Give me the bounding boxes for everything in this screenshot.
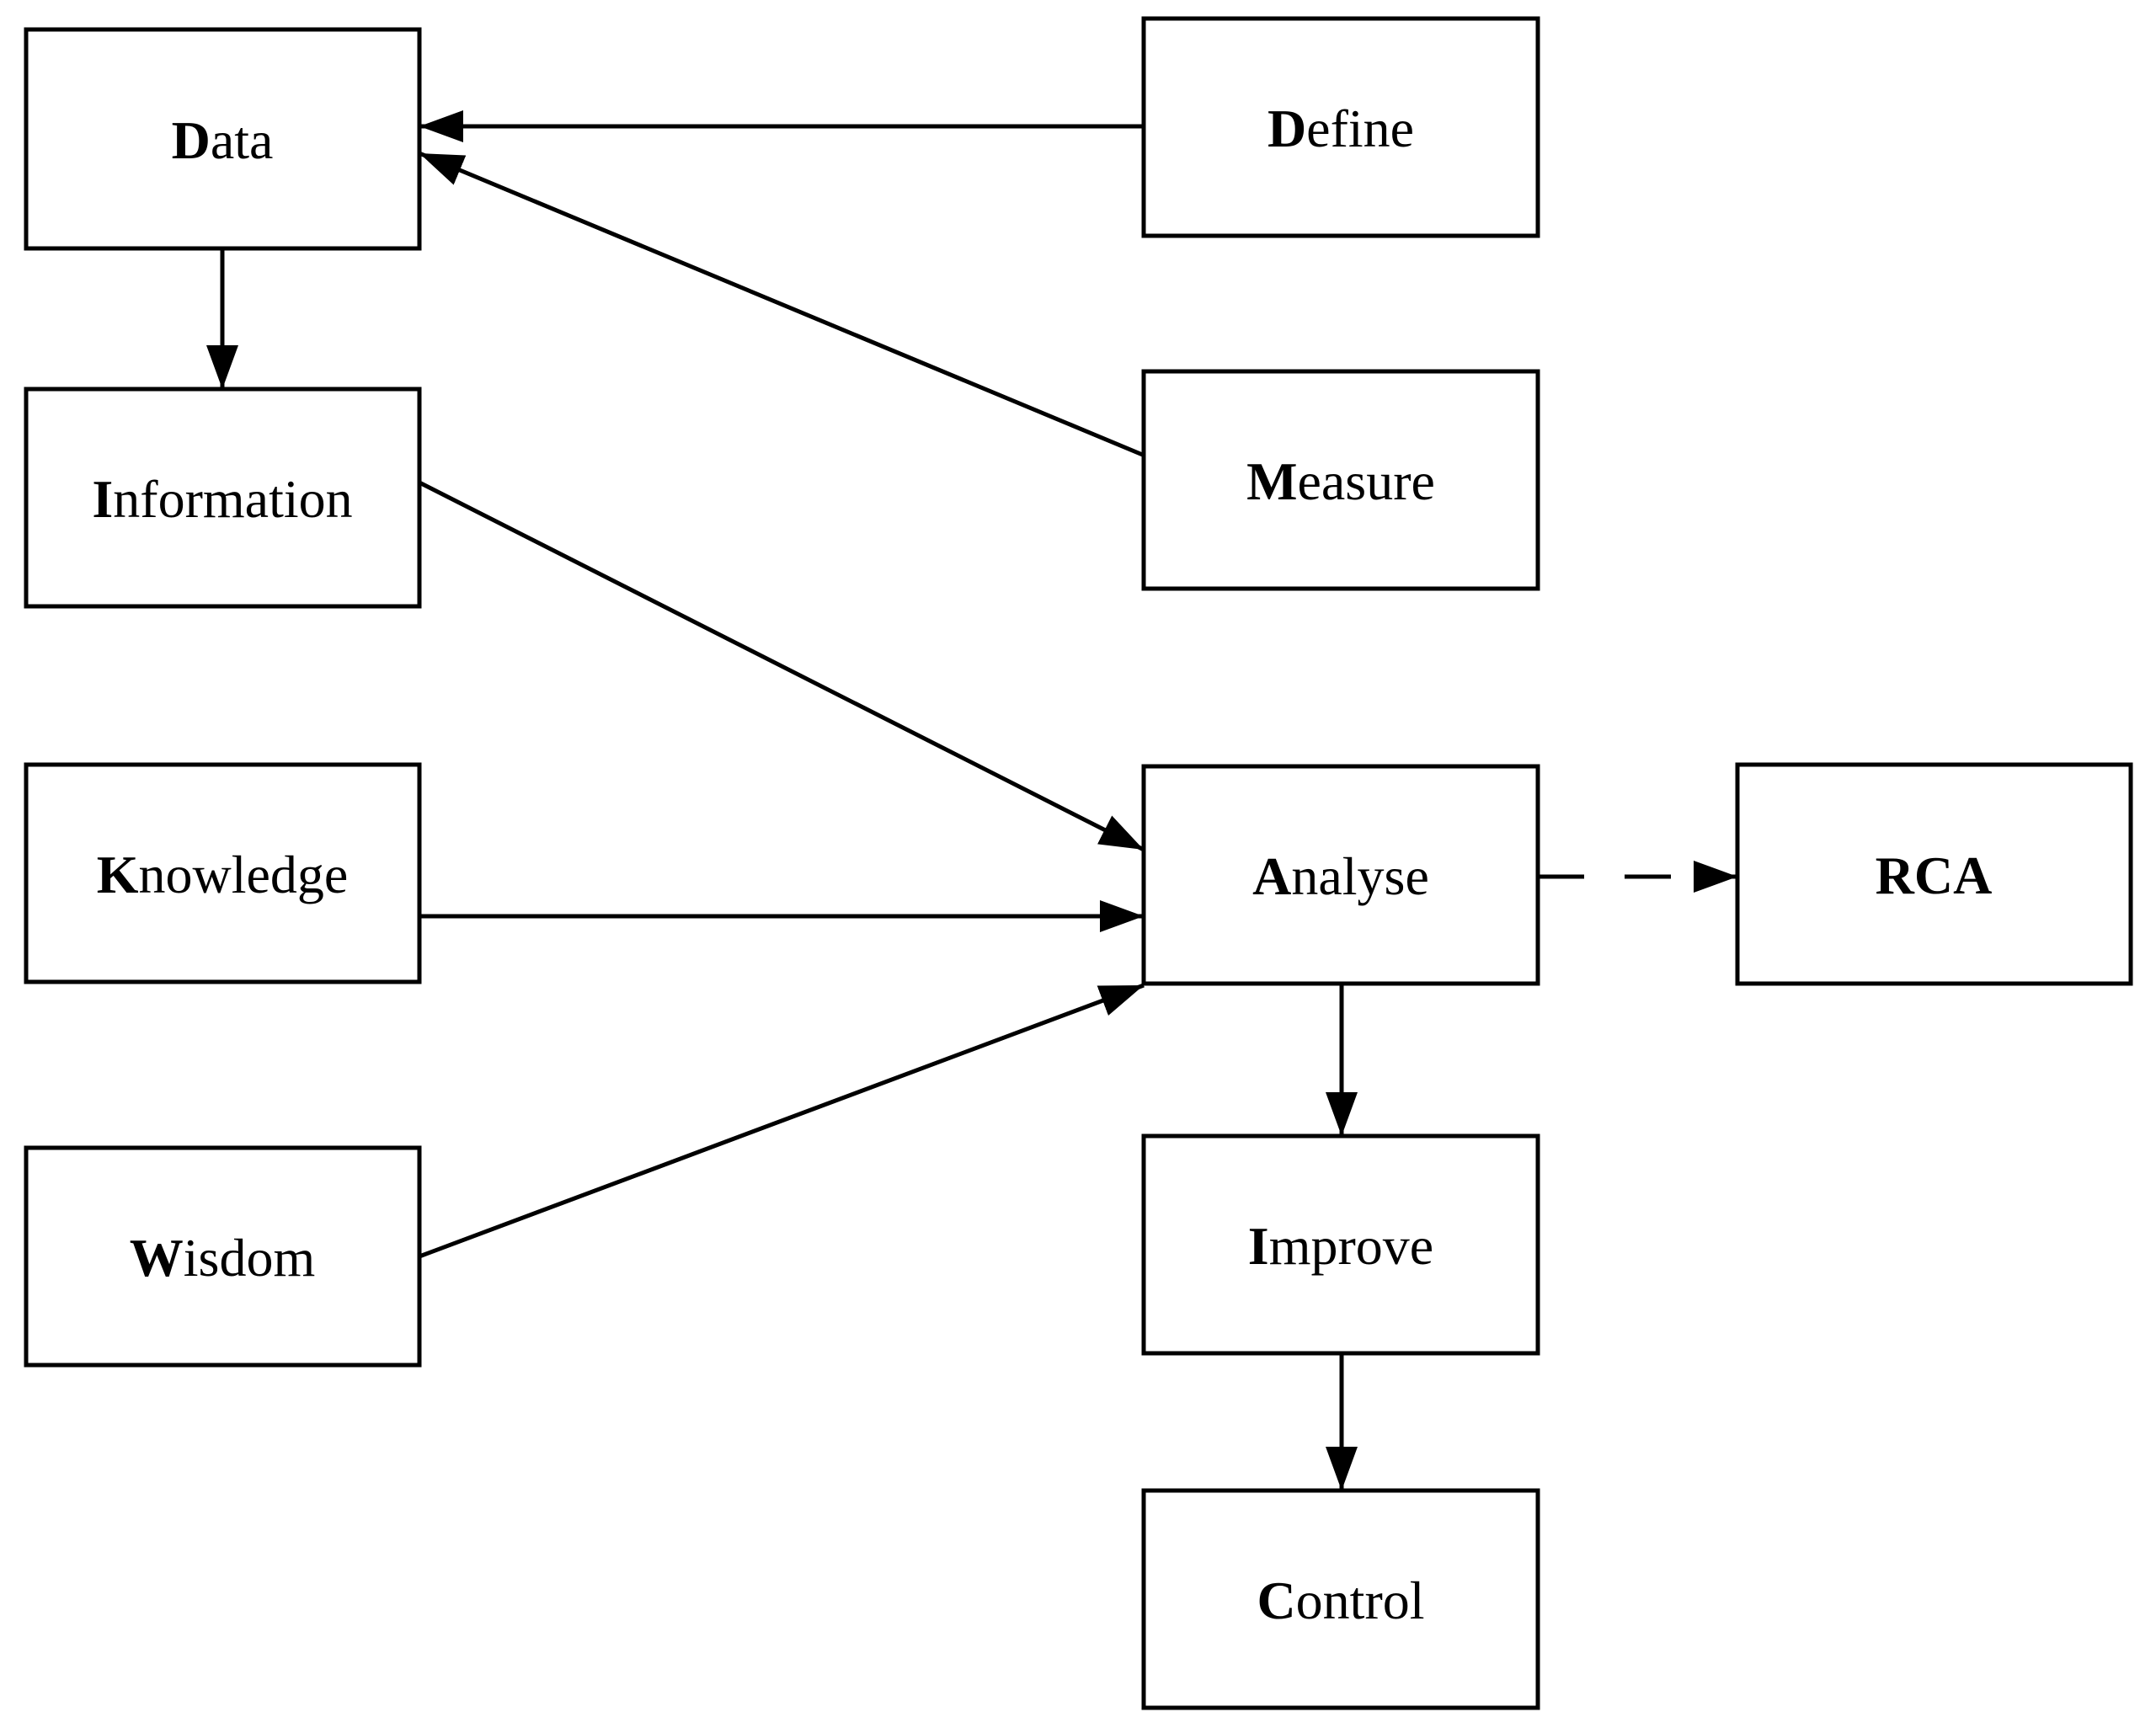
node-control-label-rest: ontrol: [1296, 1571, 1425, 1630]
node-define-label-initial: D: [1267, 99, 1306, 158]
node-data: Data: [24, 27, 422, 251]
node-information: Information: [24, 387, 422, 609]
node-measure: Measure: [1141, 369, 1540, 591]
node-control-label: Control: [1257, 1571, 1424, 1630]
edge-information-to-analyse: [418, 480, 1145, 852]
node-improve: Improve: [1141, 1133, 1540, 1356]
node-define-label: Define: [1267, 99, 1414, 158]
node-data-label-rest: ata: [211, 110, 274, 170]
node-rca-label-initial: RCA: [1876, 845, 1993, 905]
node-rca: RCA: [1735, 762, 2133, 986]
node-improve-label-initial: I: [1248, 1216, 1269, 1276]
node-improve-box: [1141, 1133, 1540, 1356]
node-knowledge-label: Knowledge: [97, 845, 349, 904]
node-improve-label: Improve: [1248, 1216, 1433, 1276]
node-knowledge-label-initial: K: [97, 845, 139, 904]
node-knowledge: Knowledge: [24, 762, 422, 984]
node-analyse-box: [1141, 764, 1540, 986]
node-define-label-rest: efine: [1306, 99, 1414, 158]
node-analyse: Analyse: [1141, 764, 1540, 986]
node-information-label-rest: nformation: [113, 469, 352, 529]
edge-wisdom-to-analyse: [419, 983, 1145, 1259]
node-improve-label-rest: mprove: [1269, 1216, 1434, 1276]
node-wisdom-box: [24, 1145, 422, 1368]
edges: [206, 110, 1737, 1491]
node-rca-label: RCA: [1876, 845, 1993, 905]
node-knowledge-label-rest: nowledge: [138, 845, 348, 904]
node-control-box: [1141, 1488, 1540, 1710]
node-define-box: [1141, 16, 1540, 238]
node-information-label: Information: [92, 469, 352, 529]
node-analyse-label: Analyse: [1252, 846, 1429, 906]
node-control-label-initial: C: [1257, 1571, 1295, 1630]
node-wisdom-label-rest: isdom: [184, 1228, 315, 1288]
node-data-label: Data: [172, 110, 274, 170]
node-wisdom-label-initial: W: [130, 1228, 184, 1288]
node-data-label-initial: D: [172, 110, 211, 170]
node-data-box: [24, 27, 422, 251]
node-wisdom-label: Wisdom: [130, 1228, 315, 1288]
node-wisdom: Wisdom: [24, 1145, 422, 1368]
node-knowledge-box: [24, 762, 422, 984]
node-measure-box: [1141, 369, 1540, 591]
node-measure-label-rest: easure: [1297, 451, 1434, 511]
node-control: Control: [1141, 1488, 1540, 1710]
node-measure-label: Measure: [1246, 451, 1435, 511]
node-analyse-label-rest: nalyse: [1291, 846, 1429, 906]
node-measure-label-initial: M: [1246, 451, 1297, 511]
node-information-box: [24, 387, 422, 609]
node-define: Define: [1141, 16, 1540, 238]
node-analyse-label-initial: A: [1252, 846, 1291, 906]
node-rca-box: [1735, 762, 2133, 986]
edge-measure-to-data: [419, 151, 1145, 458]
node-information-label-initial: I: [92, 469, 113, 529]
